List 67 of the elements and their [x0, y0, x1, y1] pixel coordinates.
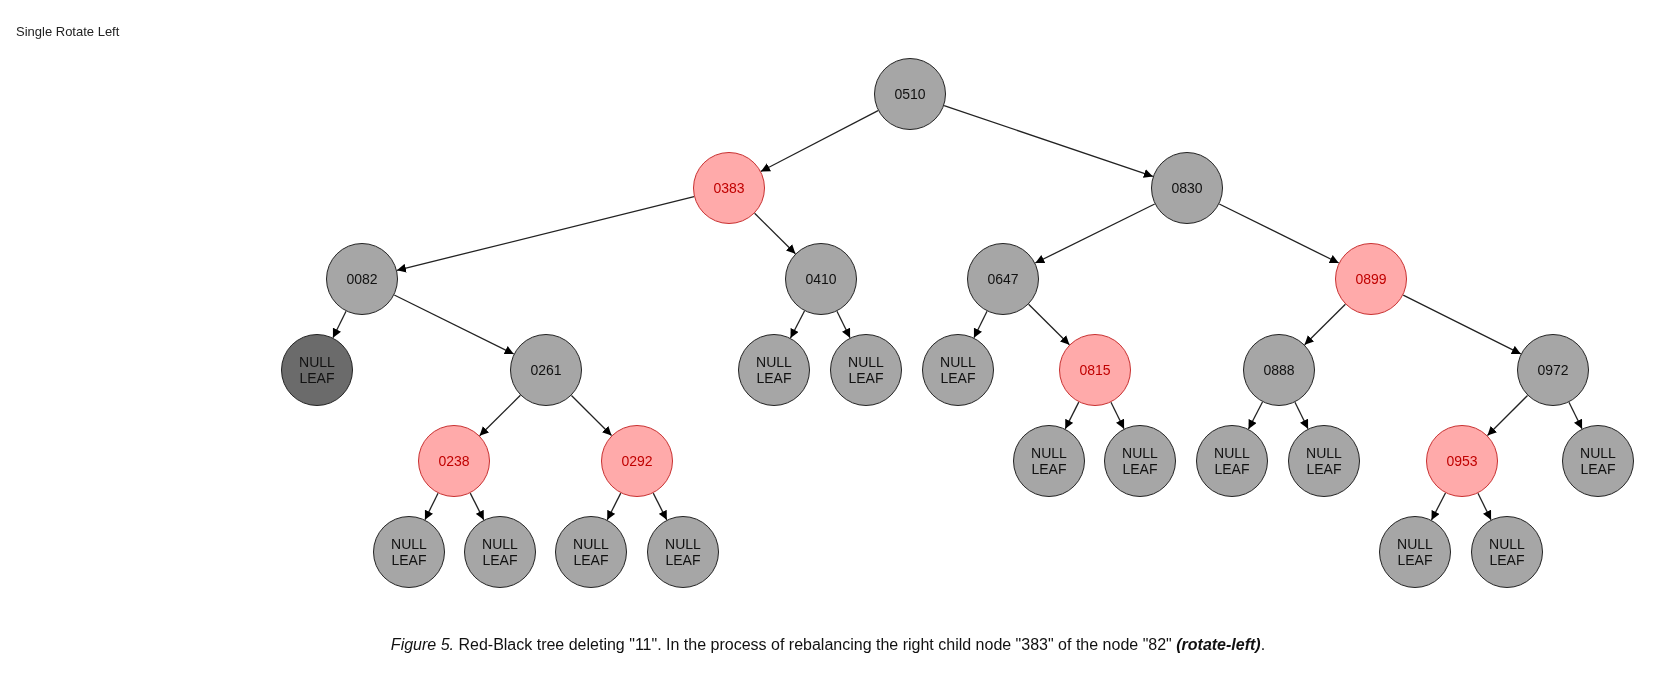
node-label: NULL LEAF — [1579, 445, 1617, 477]
tree-node-circle — [1059, 334, 1131, 406]
node-label: 0953 — [1445, 453, 1479, 469]
node-label: 0510 — [893, 86, 927, 102]
node-label: NULL LEAF — [1121, 445, 1159, 477]
node-label: NULL LEAF — [1488, 536, 1526, 568]
tree-node-circle — [1243, 334, 1315, 406]
node-label: 0972 — [1536, 362, 1570, 378]
node-label: NULL LEAF — [847, 354, 885, 386]
arrow — [1027, 303, 1071, 346]
arrow — [393, 294, 515, 355]
arrow — [1218, 203, 1340, 264]
node-label: NULL LEAF — [1213, 445, 1251, 477]
arrow — [396, 196, 695, 273]
node-label: NULL LEAF — [1305, 445, 1343, 477]
arrow — [469, 492, 485, 521]
tree-node-circle — [1335, 243, 1407, 315]
node-label: 0238 — [437, 453, 471, 469]
node-label: NULL LEAF — [390, 536, 428, 568]
arrow — [1247, 401, 1264, 430]
node-label: 0292 — [620, 453, 654, 469]
tree-node-circle — [418, 425, 490, 497]
tree-node-circle — [1426, 425, 1498, 497]
tree-node-circle — [601, 425, 673, 497]
arrow — [1568, 401, 1583, 430]
node-label: NULL LEAF — [481, 536, 519, 568]
arrow — [1430, 492, 1447, 521]
node-label: NULL LEAF — [664, 536, 702, 568]
node-label: 0815 — [1078, 362, 1112, 378]
node-label: 0830 — [1170, 180, 1204, 196]
figure-caption: Figure 5. Red-Black tree deleting "11". In the process of rebalancing the right child node "383" of the node "82" (rotate-left). — [389, 636, 1267, 654]
arrow — [1303, 303, 1347, 346]
node-label: 0383 — [712, 180, 746, 196]
arrow — [973, 310, 988, 339]
arrow — [1477, 492, 1492, 521]
arrow — [1486, 394, 1529, 437]
node-label: NULL LEAF — [298, 354, 336, 386]
node-label: NULL LEAF — [939, 354, 977, 386]
arrow — [1034, 203, 1156, 264]
arrow — [570, 394, 613, 437]
arrow — [836, 310, 851, 339]
node-label: NULL LEAF — [1396, 536, 1434, 568]
arrow — [1064, 401, 1080, 430]
arrow — [1110, 401, 1125, 430]
arrow — [753, 212, 797, 255]
arrow — [789, 310, 806, 339]
arrow — [332, 310, 347, 339]
tree-node-circle — [785, 243, 857, 315]
node-label: NULL LEAF — [1030, 445, 1068, 477]
arrow — [1402, 294, 1522, 355]
arrow — [606, 492, 622, 521]
arrow — [760, 109, 879, 173]
arrow — [478, 394, 522, 437]
node-label: 0647 — [986, 271, 1020, 287]
node-label: NULL LEAF — [572, 536, 610, 568]
node-label: 0410 — [804, 271, 838, 287]
node-label: 0888 — [1262, 362, 1296, 378]
node-label: 0082 — [345, 271, 379, 287]
arrow — [424, 492, 439, 521]
arrow — [1294, 401, 1309, 430]
arrow — [652, 492, 668, 521]
diagram-title: Single Rotate Left — [16, 24, 120, 39]
tree-node-circle — [510, 334, 582, 406]
arrow — [943, 104, 1154, 178]
node-label: NULL LEAF — [755, 354, 793, 386]
node-label: 0261 — [529, 362, 563, 378]
node-label: 0899 — [1354, 271, 1388, 287]
